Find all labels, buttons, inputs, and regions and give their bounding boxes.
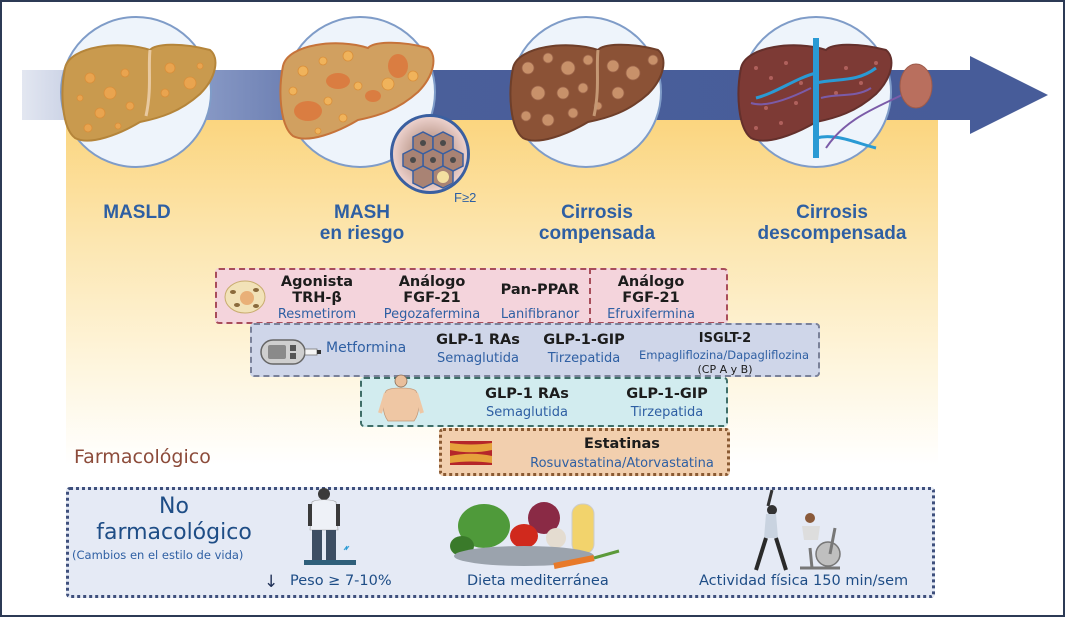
non-pharmacological-box (66, 487, 935, 598)
fibrosis-label: F≥2 (454, 190, 477, 205)
drug-tirzepatida: Tirzepatida (630, 405, 704, 420)
drug-semaglutida: Semaglutida (437, 351, 519, 366)
row-divider (589, 268, 591, 324)
drug-tirzepatida: Tirzepatida (547, 351, 621, 366)
mediterranean-diet-label: Dieta mediterránea (467, 573, 609, 589)
progression-arrow-head (970, 56, 1048, 134)
stage-subtitle: descompensada (757, 223, 907, 244)
obese-person-icon (378, 374, 424, 422)
drug-class-glp1-gip: GLP-1-GIP (626, 386, 708, 402)
drug-efruxifermina: Efruxifermina (607, 307, 695, 322)
spleen-icon (899, 63, 933, 109)
therapy-row-cyan: GLP-1 RAs Semaglutida GLP-1-GIP Tirzepat… (360, 374, 728, 427)
pharmacological-label: Farmacológico (74, 446, 211, 468)
drug-class-glp1-ras: GLP-1 RAs (436, 332, 520, 348)
therapy-row-tan: Estatinas Rosuvastatina/Atorvastatina (439, 428, 730, 476)
stage-subtitle: compensada (538, 223, 656, 244)
stage-title: Cirrosis (796, 202, 868, 223)
liver-icon (509, 43, 665, 142)
liver-icon (279, 41, 435, 140)
drug-empagliflozina-dapagliflozina: Empagliflozina/Dapagliflozina (638, 348, 809, 362)
stage-label-compensated: Cirrosis compensada (532, 202, 662, 244)
weight-loss-label: Peso ≥ 7-10% (290, 573, 392, 589)
physical-activity-label: Actividad física 150 min/sem (699, 573, 909, 589)
stage-subtitle: en riesgo (319, 223, 405, 244)
stage-compensated-circle (509, 16, 665, 168)
stage-masld-circle (60, 16, 217, 168)
person-on-scale-icon (304, 488, 356, 565)
therapy-row-blue: Metformina GLP-1 RAs Semaglutida GLP-1-G… (250, 323, 820, 377)
stage-label-mash: MASH en riesgo (307, 202, 417, 244)
artery-plaque-icon (450, 441, 492, 465)
hepatocyte-cells-icon (402, 131, 464, 189)
down-arrow-icon: ↓ (264, 572, 279, 592)
stage-title: Cirrosis (561, 202, 633, 223)
drug-rosuvastatina-atorvastatina: Rosuvastatina/Atorvastatina (530, 456, 714, 471)
lifestyle-subtitle: (Cambios en el estilo de vida) (72, 548, 244, 562)
drug-class-isglt2: ISGLT-2 (698, 331, 752, 346)
drug-metformina: Metformina (326, 340, 407, 356)
stage-decompensated-circle (737, 16, 933, 168)
drug-semaglutida: Semaglutida (486, 405, 568, 420)
drug-class-glp1-gip: GLP-1-GIP (543, 332, 625, 348)
stage-title: MASH (334, 202, 390, 223)
drug-class-glp1-ras: GLP-1 RAs (485, 386, 569, 402)
stage-title: MASLD (103, 202, 171, 223)
drug-class-estatinas: Estatinas (584, 436, 660, 452)
non-pharmacological-title: No farmacológico (96, 494, 252, 545)
mediterranean-diet-icon (450, 502, 620, 569)
isglt2-note: (CP A y B) (697, 363, 753, 376)
drug-resmetirom: Resmetirom (277, 307, 357, 322)
stage-label-decompensated: Cirrosis descompensada (752, 202, 912, 244)
glucometer-icon (260, 339, 321, 365)
drug-lanifibranor: Lanifibranor (500, 307, 580, 322)
stage-label-masld: MASLD (82, 202, 192, 223)
drug-pegozafermina: Pegozafermina (383, 307, 481, 322)
fibrosis-histology-inset (390, 114, 470, 194)
adipocyte-cell-icon (224, 280, 266, 314)
liver-icon (737, 38, 933, 158)
exercise-icon (754, 489, 841, 571)
liver-icon (61, 43, 217, 142)
drug-class-pan-ppar: Pan-PPAR (500, 282, 580, 298)
